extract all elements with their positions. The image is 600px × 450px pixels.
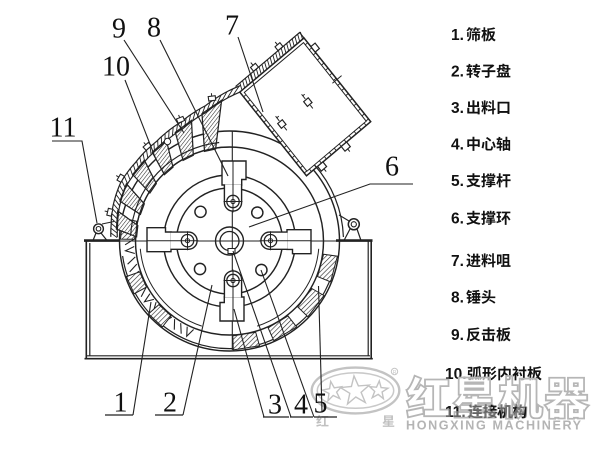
svg-text:11: 11	[50, 113, 77, 144]
svg-text:7: 7	[225, 11, 239, 42]
svg-text:7.: 7.	[451, 253, 464, 270]
svg-text:6: 6	[385, 152, 399, 183]
svg-text:4: 4	[294, 390, 308, 421]
svg-text:R: R	[393, 370, 397, 376]
svg-text:3: 3	[268, 390, 282, 421]
svg-text:1.: 1.	[451, 27, 464, 44]
svg-text:8.: 8.	[451, 290, 464, 307]
svg-text:3.: 3.	[451, 100, 464, 117]
svg-text:8: 8	[147, 13, 161, 44]
svg-text:4.: 4.	[451, 137, 464, 154]
svg-text:10: 10	[102, 52, 130, 83]
svg-text:5.: 5.	[451, 173, 464, 190]
svg-text:9: 9	[112, 14, 126, 45]
svg-text:11.: 11.	[445, 404, 466, 421]
svg-text:2.: 2.	[451, 64, 464, 81]
svg-text:HONGXING MACHINERY: HONGXING MACHINERY	[406, 419, 583, 433]
svg-text:9.: 9.	[451, 327, 464, 344]
svg-text:6.: 6.	[451, 211, 464, 228]
svg-text:1: 1	[114, 388, 128, 419]
svg-text:2: 2	[163, 388, 177, 419]
svg-text:5: 5	[314, 389, 328, 420]
